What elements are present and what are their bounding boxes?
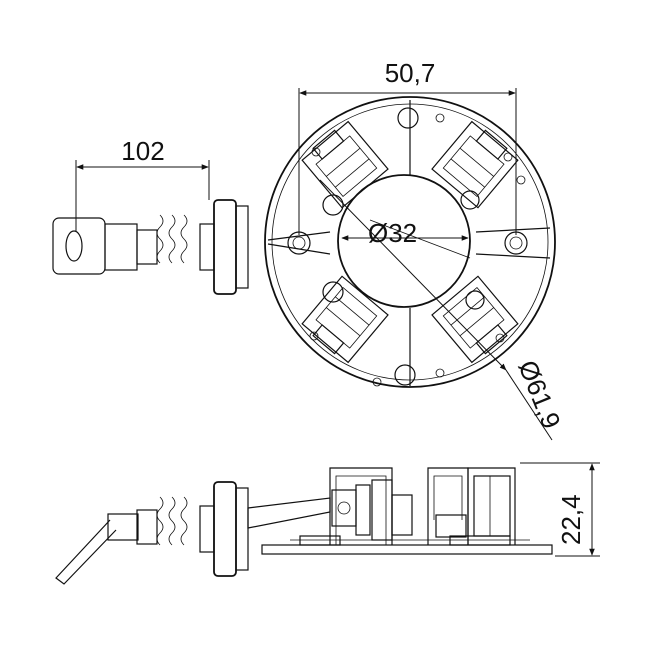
dimension-label-lead-length: 102	[121, 136, 164, 166]
brush-holder-top-left	[301, 120, 389, 209]
side-terminal-blade	[55, 519, 117, 585]
rivet-hole-6	[465, 290, 485, 310]
side-view	[55, 467, 553, 585]
screw-4	[435, 368, 445, 378]
side-brush-holder-right	[427, 467, 516, 545]
screw-8	[372, 377, 382, 387]
center-bore	[337, 174, 471, 308]
outer-plate-outline	[264, 96, 556, 388]
side-wire-sleeve	[136, 509, 158, 545]
screw-7	[516, 175, 526, 185]
dimension-label-height: 22,4	[556, 494, 586, 545]
side-internal-lead	[247, 497, 331, 529]
dimension-height: 22,4	[520, 462, 600, 557]
rivet-hole-2	[322, 281, 344, 303]
rivet-hole-5	[460, 190, 480, 210]
side-brush-holder-left	[329, 467, 413, 545]
dimension-label-bore-diameter: Ø32	[368, 218, 417, 248]
rivet-hole-1	[322, 194, 344, 216]
side-grommet-flange	[235, 487, 249, 571]
dimension-lead-length: 102	[75, 136, 210, 232]
dimension-hole-spacing: 50,7	[298, 58, 517, 235]
mounting-hole-right-inner	[509, 236, 523, 250]
lead-wire-top	[52, 199, 249, 295]
wire-sleeve	[136, 229, 158, 265]
rivet-hole-3	[397, 107, 419, 129]
brush-holder-bottom-right	[431, 275, 519, 364]
grommet-neck	[199, 223, 215, 271]
side-base-tab-1	[299, 535, 341, 546]
rubber-grommet	[213, 199, 237, 295]
screw-1	[311, 147, 321, 157]
grommet-flange	[235, 205, 249, 289]
screw-2	[309, 331, 319, 341]
dimension-label-outer-diameter: Ø61,9	[512, 356, 566, 433]
side-grommet-neck	[199, 505, 215, 553]
ring-terminal	[52, 217, 106, 275]
screw-3	[435, 113, 445, 123]
brush-holder-top-right	[431, 120, 519, 209]
side-rubber-grommet	[213, 481, 237, 577]
wire-break-marks	[156, 214, 188, 264]
brush-holder-bottom-left	[301, 275, 389, 364]
side-wire-break-marks	[156, 496, 188, 546]
rivet-hole-4	[394, 364, 416, 386]
terminal-crimp	[104, 223, 138, 271]
side-base-plate	[261, 544, 553, 555]
dimension-bore-diameter: Ø32	[341, 218, 471, 259]
side-terminal-crimp	[107, 513, 139, 541]
dimension-label-hole-spacing: 50,7	[385, 58, 436, 88]
mounting-hole-left	[287, 231, 311, 255]
mounting-hole-left-inner	[292, 236, 306, 250]
screw-6	[495, 333, 505, 343]
terminal-hole	[65, 230, 83, 262]
top-view	[264, 96, 556, 388]
mounting-hole-right	[504, 231, 528, 255]
screw-5	[503, 152, 513, 162]
